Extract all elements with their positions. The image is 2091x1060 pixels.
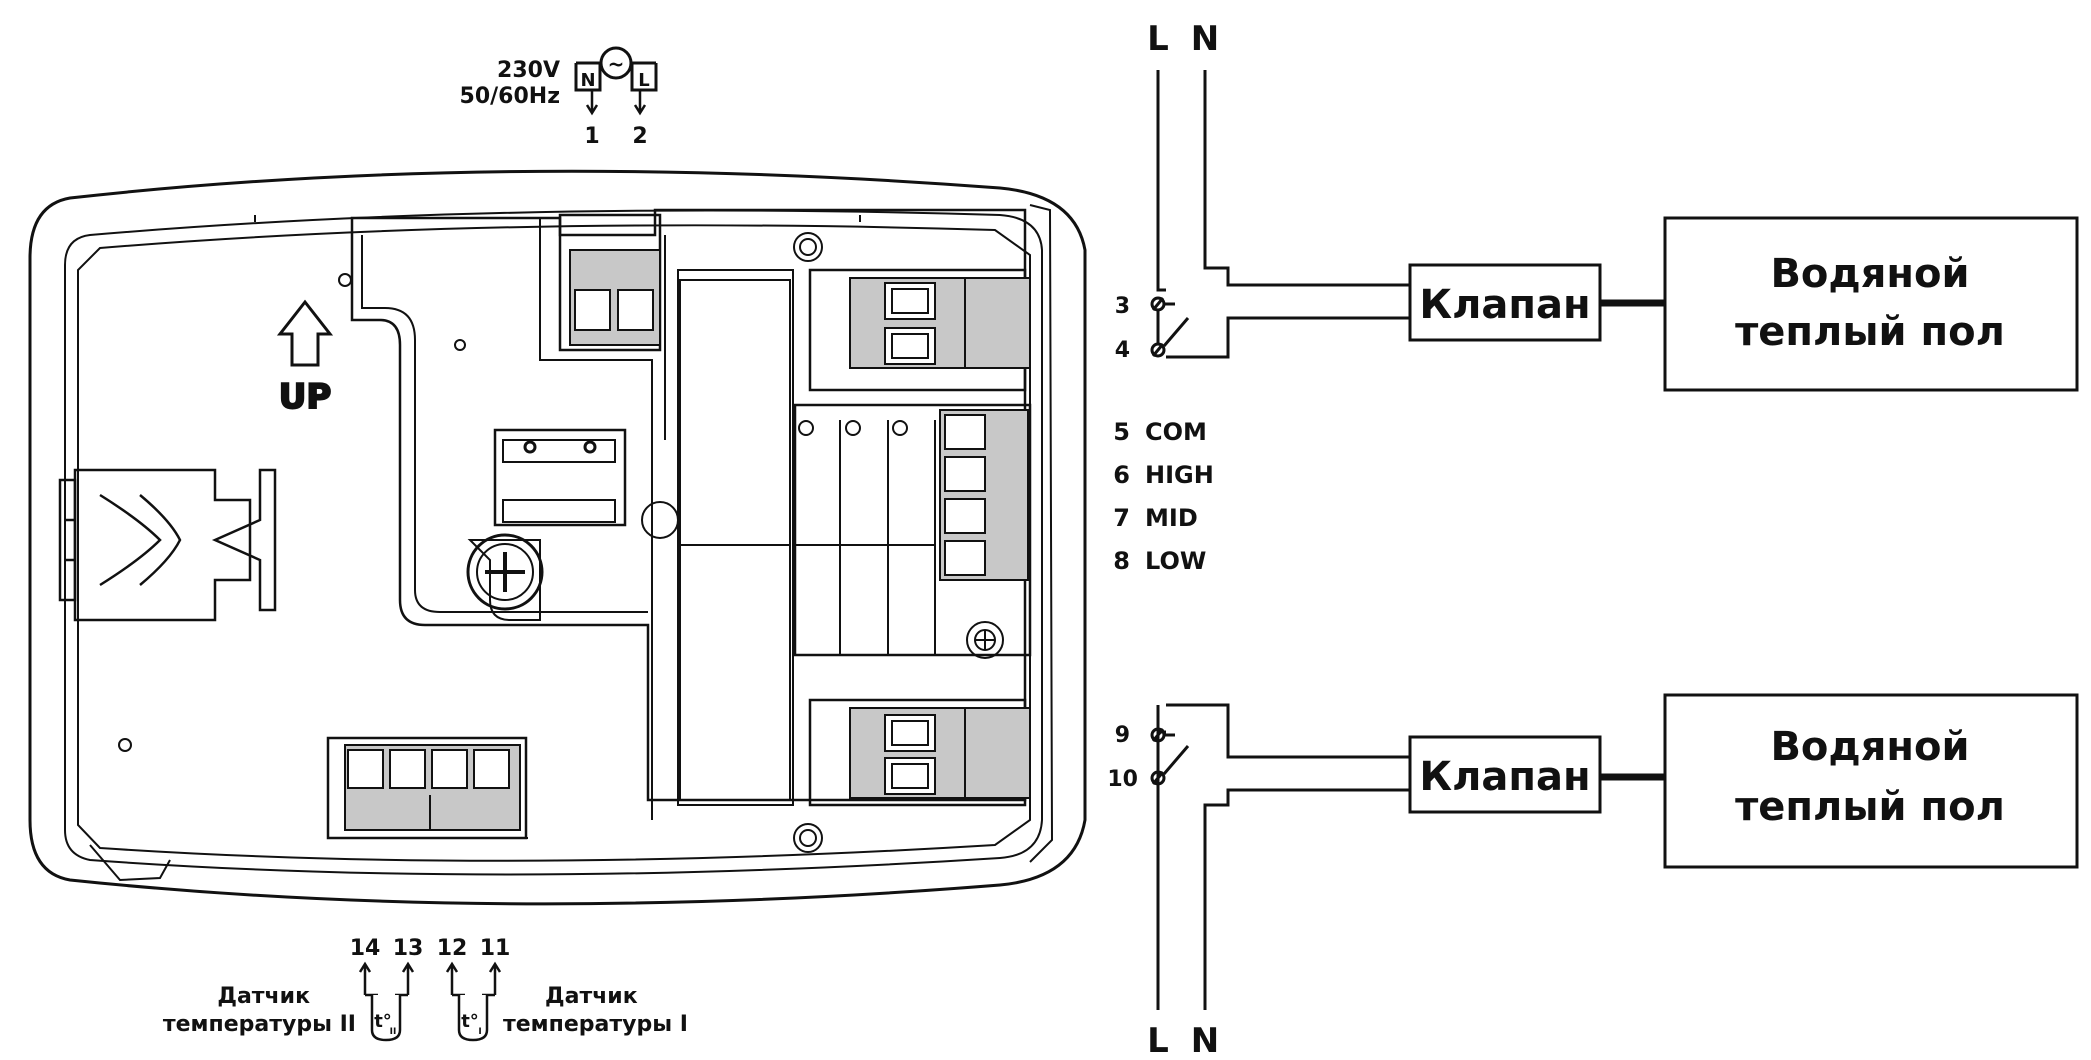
sensor-2-line1: Датчик: [217, 984, 310, 1009]
power-frequency: 50/60Hz: [460, 84, 560, 109]
power-voltage: 230V: [497, 58, 560, 83]
terminal-7-name: MID: [1145, 504, 1198, 532]
terminal-14-label: 14: [350, 936, 381, 961]
sensor-1-arrow-right-icon: [488, 961, 502, 995]
terminal-5-name: COM: [1145, 418, 1207, 446]
valve-top-label: Клапан: [1419, 282, 1590, 328]
terminal-12-label: 12: [437, 936, 468, 961]
sensor-2-sub: II: [390, 1027, 397, 1037]
valve-top-box: [1408, 263, 1602, 342]
terminal-8-name: LOW: [1145, 547, 1206, 575]
mounting-clip: [58, 468, 277, 622]
terminal-6-label: 6: [1113, 461, 1130, 489]
up-arrow-icon: [276, 299, 334, 367]
terminal-2-label: 2: [632, 124, 647, 149]
power-supply-group: 230V 50/60Hz ~ N L 1 2: [460, 46, 658, 149]
top-n-label: N: [1191, 19, 1219, 59]
floor-bottom-line2: теплый пол: [1735, 784, 2005, 830]
sensor-1-line1: Датчик: [545, 984, 638, 1009]
bottom-wiring: L N: [1147, 693, 2079, 1060]
terminal-13-label: 13: [393, 936, 424, 961]
sensor-1-line2: температуры I: [503, 1012, 688, 1037]
up-label: UP: [279, 377, 332, 417]
relay-switch-bottom-icon: [1162, 745, 1190, 775]
power-n-mark: N: [580, 70, 595, 91]
bottom-l-label: L: [1147, 1021, 1169, 1060]
terminal-1-label: 1: [584, 124, 599, 149]
floor-top-box: [1663, 216, 2079, 392]
terminal-number-labels: 3 4 5 COM 6 HIGH 7 MID 8 LOW 9 10: [1107, 294, 1213, 792]
valve-bottom-label: Клапан: [1419, 754, 1590, 800]
ac-symbol: ~: [608, 52, 625, 76]
sensor-2-line2: температуры II: [163, 1012, 356, 1037]
sensor-1-sub: I: [478, 1027, 481, 1037]
central-panel: [350, 208, 1027, 802]
arrow-2-icon: [633, 90, 647, 116]
arrow-1-icon: [585, 90, 599, 116]
terminal-block-5-8: [793, 403, 1032, 657]
housing-inner: [64, 209, 1043, 876]
mounting-screw-center: [466, 533, 544, 611]
top-l-label: L: [1147, 19, 1169, 59]
floor-bottom-box: [1663, 693, 2079, 869]
terminal-4-label: 4: [1115, 338, 1130, 363]
terminal-3-label: 3: [1115, 294, 1130, 319]
terminal-5-label: 5: [1113, 418, 1130, 446]
ac-source-icon: [599, 46, 633, 80]
floor-top-line2: теплый пол: [1735, 309, 2005, 355]
floor-bottom-line1: Водяной: [1770, 724, 1969, 770]
sensor-1-symbol: t°: [461, 1011, 479, 1032]
top-wiring: L N: [1147, 19, 2079, 392]
sensor-wiring: 14 13 12 11 t° II t° I Датчик температур…: [163, 936, 688, 1042]
terminal-10-label: 10: [1107, 767, 1138, 792]
terminal-7-label: 7: [1113, 504, 1130, 532]
sensor-2-symbol: t°: [374, 1011, 392, 1032]
sensor-2-icon: [370, 995, 402, 1042]
bottom-n-label: N: [1191, 1021, 1219, 1060]
sensor-2-arrow-right-icon: [401, 961, 415, 995]
sensor-1-arrow-left-icon: [445, 961, 459, 995]
sensor-2-arrow-left-icon: [358, 961, 372, 995]
terminal-8-label: 8: [1113, 547, 1130, 575]
power-l-mark: L: [638, 70, 649, 91]
housing-outer: [28, 169, 1087, 906]
up-arrow-group: UP: [276, 299, 334, 418]
top-n-wire: [1203, 70, 1410, 287]
relay-switch-top-icon: [1162, 317, 1190, 347]
thermostat-housing: [28, 169, 1087, 906]
sensor-1-icon: [457, 995, 489, 1042]
terminal-11-label: 11: [480, 936, 511, 961]
terminal-9-label: 9: [1115, 723, 1130, 748]
bottom-n-wire: [1203, 788, 1410, 1010]
floor-top-line1: Водяной: [1770, 251, 1969, 297]
valve-bottom-box: [1408, 735, 1602, 814]
terminal-6-name: HIGH: [1145, 461, 1214, 489]
top-l-wire: [1156, 70, 1166, 292]
